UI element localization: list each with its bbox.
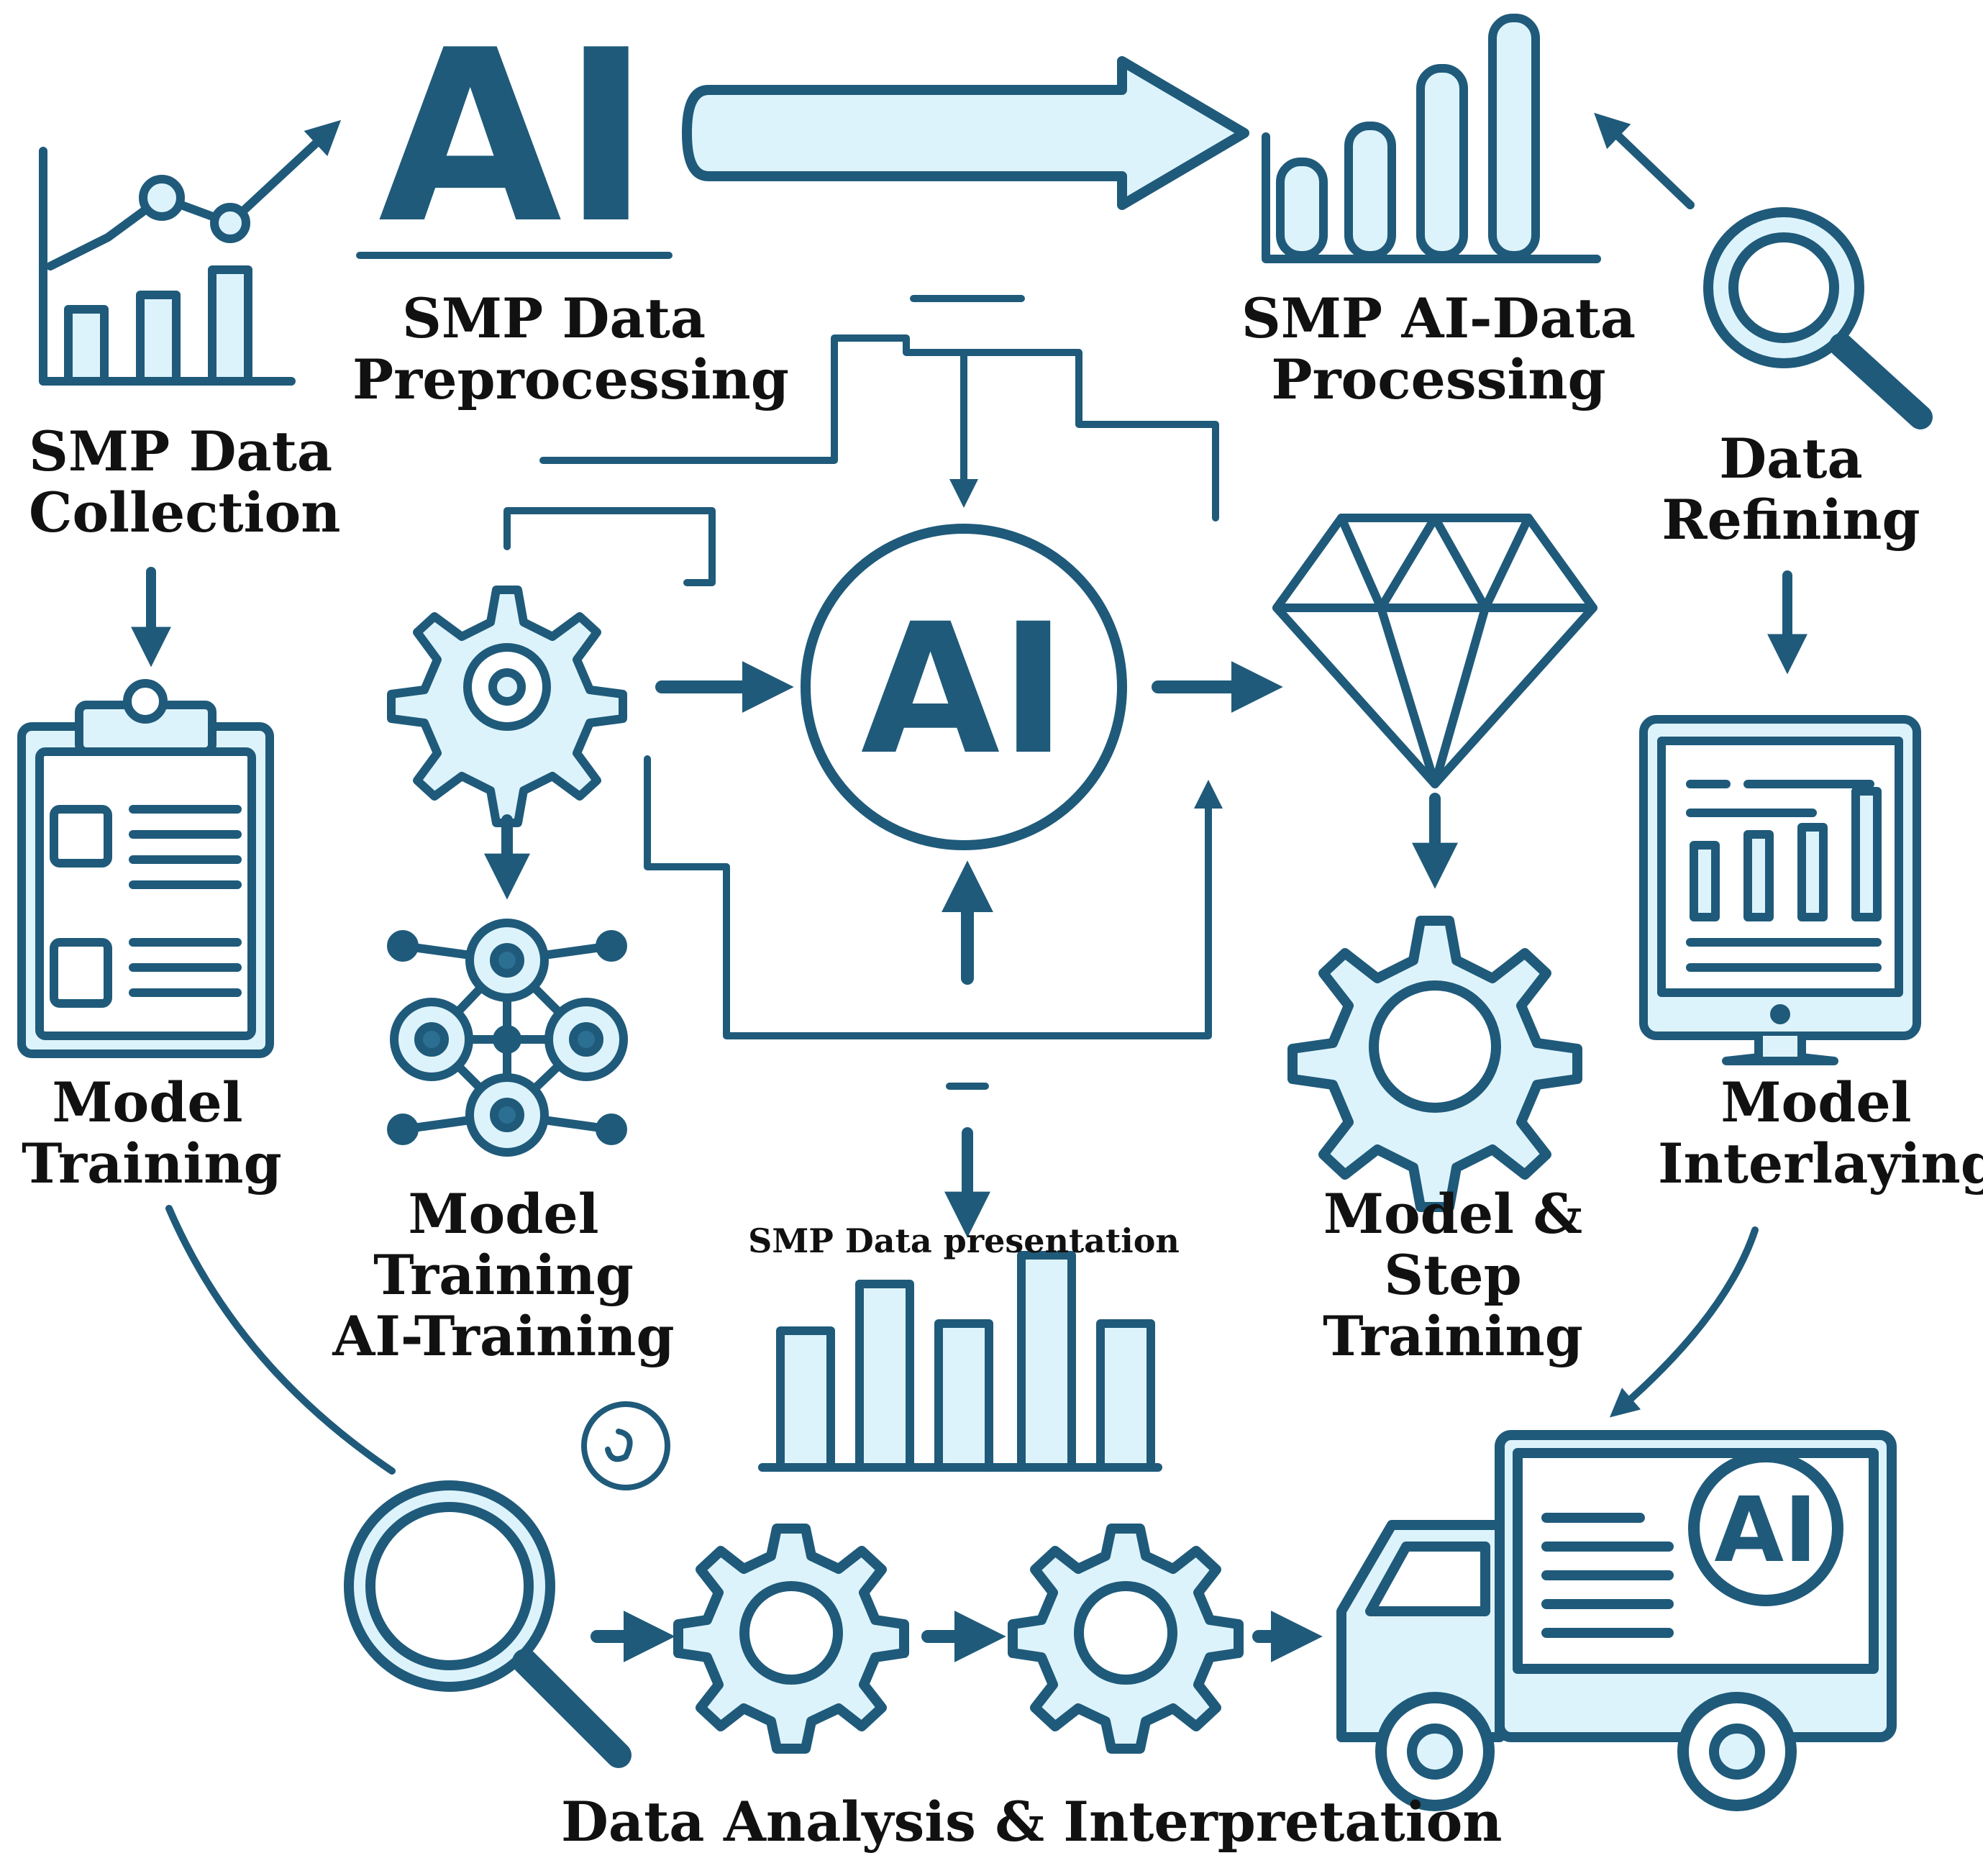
label-smp-data-collection: SMP Data Collection [29, 419, 341, 545]
label-data-refining: Data Refining [1647, 428, 1935, 550]
label-model-training-ai-training: Model Training AI-Training [324, 1183, 683, 1367]
magnifier-icon [1594, 112, 1933, 429]
label-line: AI-Training [332, 1304, 675, 1369]
label-line: SMP Data presentation [748, 1221, 1180, 1260]
gear-icon [673, 1524, 909, 1754]
label-line: Collection [29, 481, 341, 545]
label-line: Model [408, 1182, 599, 1246]
label-line: Training [22, 1131, 282, 1196]
label-line: Model [52, 1070, 243, 1134]
line-chart-icon [39, 119, 342, 386]
label-line: Step [1384, 1243, 1522, 1308]
label-line: Preprocessing [352, 347, 789, 412]
gear-icon [1287, 916, 1582, 1212]
bar-chart-icon [1262, 14, 1601, 263]
ai-truck-text: AI [1714, 1478, 1817, 1583]
label-data-analysis: Data Analysis & Interpretation [561, 1790, 1503, 1854]
label-line: Refining [1661, 488, 1920, 552]
label-smp-ai-data-processing: SMP AI-Data Processing [1237, 288, 1640, 410]
label-line: Data Analysis & Interpretation [561, 1790, 1503, 1854]
label-line: SMP Data [29, 419, 333, 483]
monitor-chart-icon [1639, 715, 1921, 1065]
label-line: SMP AI-Data [1241, 286, 1636, 350]
connector-lines-top [503, 295, 1219, 586]
clipboard-icon [17, 679, 274, 1058]
curve-right [1609, 1226, 1759, 1418]
connector-lines-bottom [644, 755, 1223, 1238]
ai-center-text: AI [861, 585, 1067, 794]
magnifier-icon [344, 1480, 632, 1768]
ai-circle-icon [801, 524, 1127, 850]
badge-icon [581, 1401, 670, 1490]
label-line: Interlaying [1658, 1131, 1983, 1196]
curve-left [165, 1205, 396, 1475]
label-model-interlaying: Model Interlaying [1658, 1070, 1983, 1196]
label-line: Training [373, 1243, 634, 1308]
label-line: Processing [1271, 347, 1606, 412]
truck-icon [1336, 1430, 1897, 1811]
gear-icon [1008, 1524, 1244, 1754]
label-line: Data [1719, 427, 1863, 491]
ai-logo-text: AI [378, 0, 650, 276]
diamond-icon [1272, 514, 1597, 788]
label-line: SMP Data [401, 286, 706, 350]
label-line: Model [1720, 1070, 1912, 1134]
label-line: Training [1323, 1304, 1583, 1369]
gear-icon [387, 586, 627, 827]
label-model-training: Model Training [22, 1070, 282, 1196]
label-model-step-training: Model & Step Training [1291, 1183, 1615, 1367]
label-smp-data-presentation: SMP Data presentation [748, 1221, 1180, 1260]
bar-chart-icon [758, 1251, 1162, 1472]
label-smp-data-preprocessing: SMP Data Preprocessing [352, 286, 789, 412]
label-line: Model & [1323, 1182, 1583, 1246]
big-arrow-icon [682, 56, 1249, 210]
neural-network-icon [387, 919, 628, 1157]
